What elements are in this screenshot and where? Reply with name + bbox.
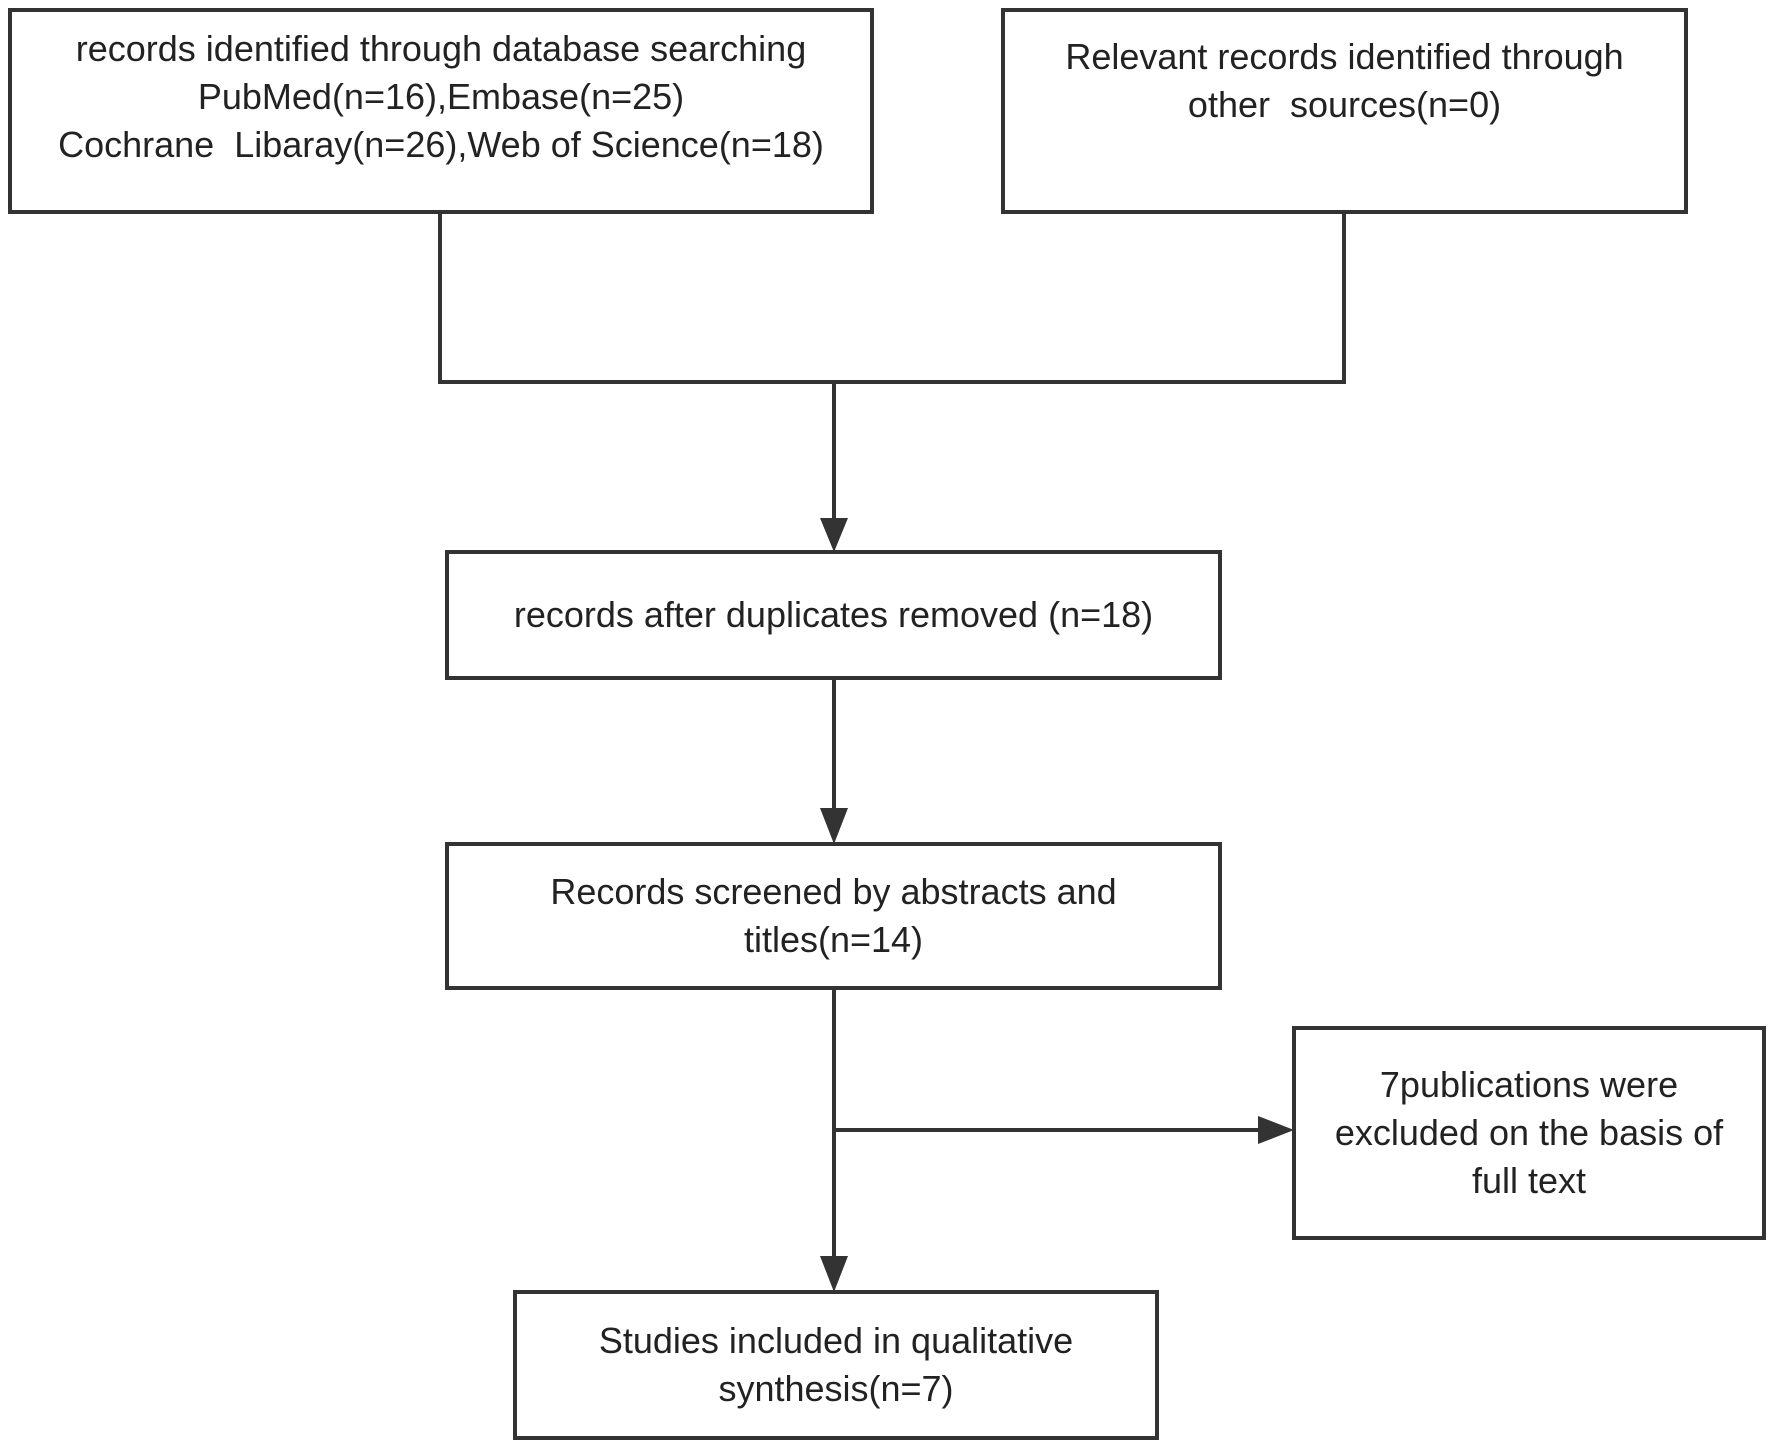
excluded-line-3: full text (1471, 1160, 1587, 1201)
database-search-box: records identified through database sear… (8, 8, 874, 214)
screened-line-2: titles(n=14) (743, 919, 924, 960)
excluded-line-1: 7publications were (1379, 1064, 1679, 1105)
included-line-2: synthesis(n=7) (718, 1368, 954, 1409)
excluded-line-2: excluded on the basis of (1334, 1112, 1724, 1153)
screened-line-1: Records screened by abstracts and (550, 871, 1117, 912)
other-sources-line-1: Relevant records identified through (1065, 36, 1624, 77)
arrowhead-to-included (820, 1256, 848, 1292)
database-search-line-1: records identified through database sear… (75, 28, 807, 69)
included-line-1: Studies included in qualitative (598, 1320, 1074, 1361)
other-sources-line-2: other sources(n=0) (1187, 84, 1502, 125)
screened-box: Records screened by abstracts and titles… (445, 842, 1222, 990)
database-search-line-2: PubMed(n=16),Embase(n=25) (197, 76, 685, 117)
arrowhead-to-excluded (1258, 1116, 1294, 1144)
excluded-box: 7publications were excluded on the basis… (1292, 1026, 1766, 1240)
other-sources-box: Relevant records identified through othe… (1001, 8, 1688, 214)
arrowhead-to-duplicates (820, 518, 848, 552)
database-search-line-3: Cochrane Libaray(n=26),Web of Science(n=… (58, 124, 824, 165)
duplicates-removed-line-1: records after duplicates removed (n=18) (513, 594, 1154, 635)
duplicates-removed-box: records after duplicates removed (n=18) (445, 550, 1222, 680)
included-box: Studies included in qualitative synthesi… (513, 1290, 1159, 1440)
arrowhead-to-screened (820, 808, 848, 844)
